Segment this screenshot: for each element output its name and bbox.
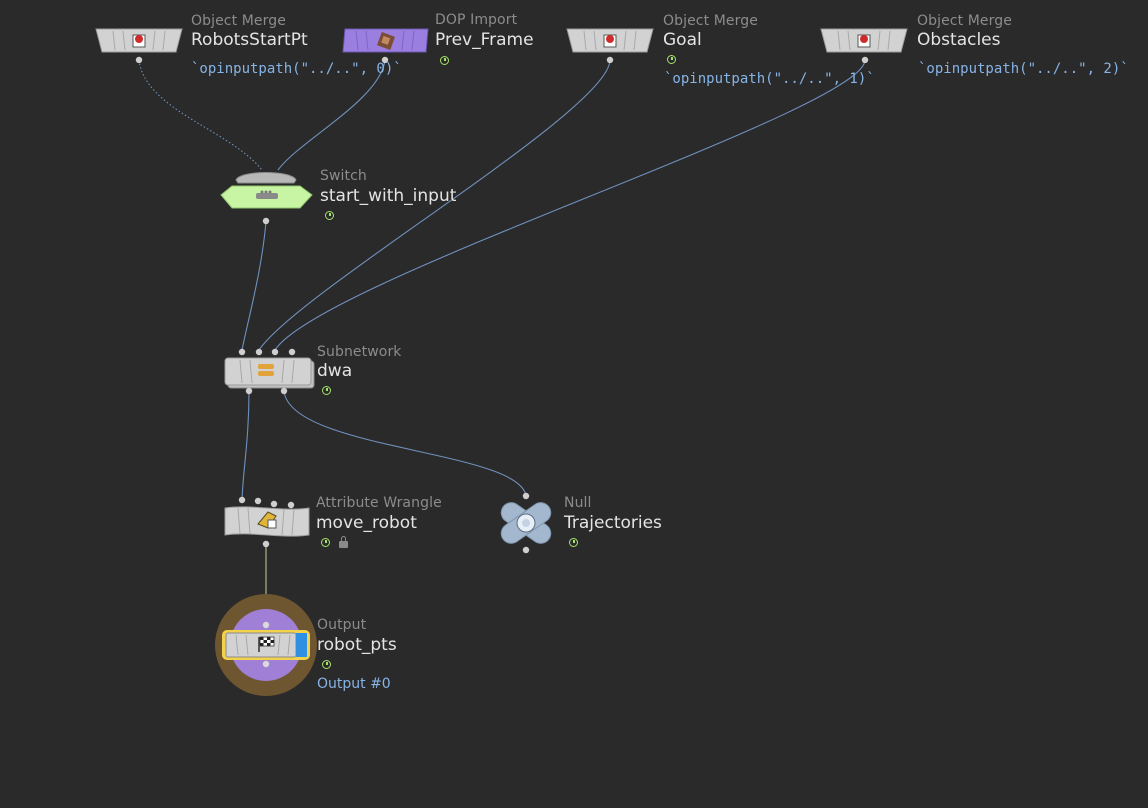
node-start-with-input[interactable] xyxy=(218,166,314,226)
checkered-flag-icon xyxy=(258,636,275,652)
node-prev-frame[interactable] xyxy=(342,27,430,63)
node-name-label[interactable]: RobotsStartPt xyxy=(191,30,308,50)
node-name-label[interactable]: Prev_Frame xyxy=(435,30,534,50)
node-name-label[interactable]: start_with_input xyxy=(320,186,457,206)
object-merge-icon xyxy=(566,28,654,63)
subnetwork-icon xyxy=(224,348,315,395)
time-dependent-icon xyxy=(321,538,330,547)
object-merge-icon xyxy=(95,28,183,63)
node-expression-label: `opinputpath("../..", 0)` xyxy=(191,61,402,77)
switch-icon xyxy=(220,172,313,225)
node-name-label[interactable]: robot_pts xyxy=(317,635,397,655)
time-dependent-icon xyxy=(569,538,578,547)
wire-obstacles-to-dwa xyxy=(274,59,866,351)
node-type-label: Output xyxy=(317,617,367,633)
time-dependent-icon xyxy=(322,660,331,669)
dop-import-icon xyxy=(342,28,429,63)
node-type-label: Subnetwork xyxy=(317,344,402,360)
wire-switch-to-dwa xyxy=(241,220,267,351)
node-name-label[interactable]: Trajectories xyxy=(564,513,662,533)
wire-goal-to-dwa xyxy=(258,59,611,351)
object-merge-icon xyxy=(820,28,908,63)
wire-prevframe-to-switch xyxy=(277,59,386,171)
node-expression-label: `opinputpath("../..", 1)` xyxy=(664,71,875,87)
output-index-label: Output #0 xyxy=(317,676,391,692)
node-name-label[interactable]: move_robot xyxy=(316,513,417,533)
time-dependent-icon xyxy=(322,386,331,395)
null-icon xyxy=(500,492,552,554)
wire-dwa-to-moverobot xyxy=(241,390,250,501)
lock-icon[interactable] xyxy=(339,536,348,548)
node-type-label: Object Merge xyxy=(917,13,1012,29)
time-dependent-icon xyxy=(440,56,449,65)
node-expression-label: `opinputpath("../..", 2)` xyxy=(918,61,1129,77)
node-name-label[interactable]: Goal xyxy=(663,30,702,50)
node-robots-start-pt[interactable] xyxy=(95,27,185,63)
node-type-label: Object Merge xyxy=(663,13,758,29)
node-trajectories[interactable] xyxy=(494,491,558,555)
node-type-label: Switch xyxy=(320,168,367,184)
node-type-label: Object Merge xyxy=(191,13,286,29)
node-dwa[interactable] xyxy=(222,346,316,396)
node-type-label: DOP Import xyxy=(435,12,518,28)
node-name-label[interactable]: dwa xyxy=(317,361,353,381)
time-dependent-icon xyxy=(667,55,676,64)
node-name-label[interactable]: Obstacles xyxy=(917,30,1001,50)
node-goal[interactable] xyxy=(566,27,656,63)
time-dependent-icon xyxy=(325,211,334,220)
node-type-label: Attribute Wrangle xyxy=(316,495,442,511)
node-robot-pts[interactable] xyxy=(214,593,318,697)
node-type-label: Null xyxy=(564,495,592,511)
node-move-robot[interactable] xyxy=(222,496,314,548)
wire-dwa-to-trajectories xyxy=(283,390,527,497)
wrangle-icon xyxy=(224,496,310,548)
node-obstacles[interactable] xyxy=(820,27,910,63)
